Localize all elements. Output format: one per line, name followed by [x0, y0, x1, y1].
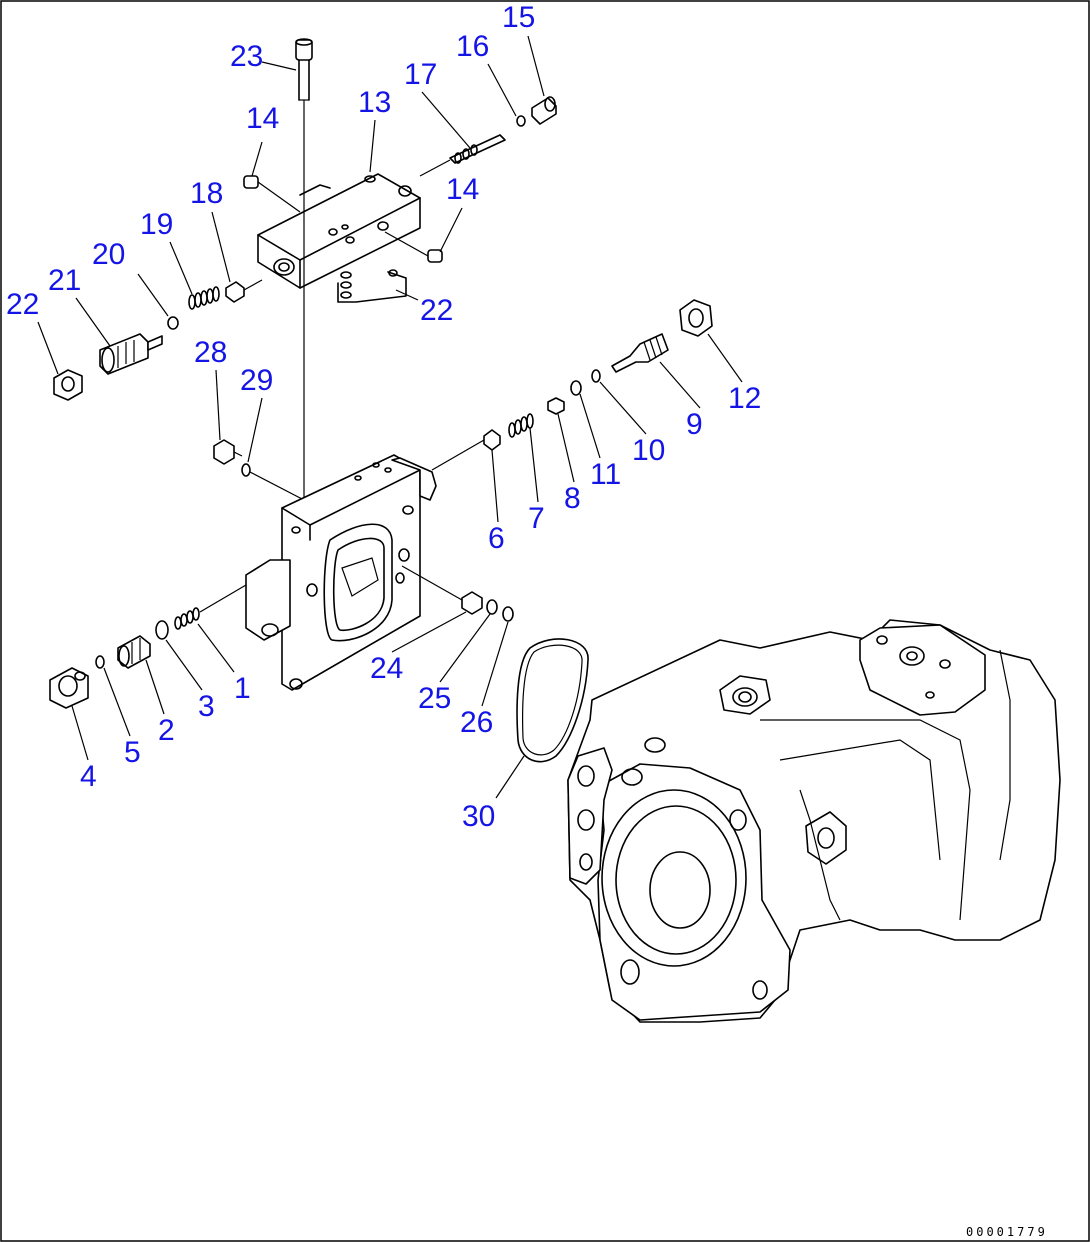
- plug-25: [401, 565, 483, 615]
- spring-1: [174, 584, 247, 630]
- callout-26: 25: [418, 682, 451, 715]
- callout-23: 22: [420, 294, 453, 327]
- bolt-24: [295, 38, 313, 500]
- callout-6: 6: [488, 522, 505, 555]
- lock-nut-12: [679, 299, 713, 337]
- piston-21: [99, 333, 163, 375]
- control-valve-body: [245, 454, 437, 691]
- callout-17: 17: [404, 58, 437, 91]
- callout-18: 18: [190, 177, 223, 210]
- spool-17: [419, 134, 506, 177]
- poppet-18: [225, 279, 263, 303]
- o-ring-20: [167, 316, 179, 330]
- callout-27: 26: [460, 706, 493, 739]
- spring-7: [508, 413, 534, 438]
- callout-16: 16: [456, 30, 489, 63]
- o-ring-30: [516, 638, 589, 763]
- valve-block-upper: [257, 173, 421, 289]
- seat-8: [547, 397, 565, 415]
- o-ring-11: [570, 380, 582, 396]
- callout-13: 13: [358, 86, 391, 119]
- callout-leaders: [37, 35, 743, 799]
- pump-assembly: [567, 619, 1061, 1023]
- callout-25: 24: [370, 652, 403, 685]
- callout-9: 9: [686, 408, 703, 441]
- plug-14-right: [384, 231, 443, 263]
- document-number: 00001779: [966, 1225, 1048, 1239]
- o-ring-16: [516, 115, 526, 127]
- callout-14-right: 14: [446, 173, 479, 206]
- callout-1: 1: [234, 672, 251, 705]
- callout-22: 22: [6, 288, 39, 321]
- o-ring-29: [241, 463, 251, 477]
- callout-7: 7: [528, 502, 545, 535]
- callout-14-left: 14: [246, 102, 279, 135]
- callout-29: 29: [240, 364, 273, 397]
- callout-11: 11: [590, 458, 621, 491]
- o-ring-5: [95, 655, 105, 669]
- plug-6: [431, 429, 501, 471]
- callout-2: 2: [158, 714, 175, 747]
- gasket-23: [337, 269, 407, 303]
- callout-19: 19: [140, 208, 173, 241]
- o-ring-27: [502, 606, 514, 622]
- adjust-screw-9: [611, 333, 669, 373]
- callout-10: 10: [632, 434, 665, 467]
- plug-15: [531, 96, 557, 125]
- leader-line: [249, 471, 305, 501]
- o-ring-3: [155, 620, 169, 640]
- plug-4: [49, 667, 89, 709]
- callout-5: 5: [124, 736, 141, 769]
- callout-labels: 23 14 13 17 16 15 14 18 19 20 21 22 22 2…: [6, 1, 761, 833]
- o-ring-30-inner: [522, 644, 583, 756]
- callout-20: 20: [92, 238, 125, 271]
- callout-24: 23: [230, 40, 263, 73]
- callout-3: 3: [198, 690, 215, 723]
- callout-28: 28: [194, 336, 227, 369]
- backup-ring-10: [591, 369, 601, 383]
- o-ring-26: [486, 599, 498, 615]
- callout-4: 4: [80, 760, 97, 793]
- callout-21: 21: [48, 264, 81, 297]
- piston-2: [117, 635, 151, 669]
- callout-8: 8: [564, 482, 581, 515]
- callout-12: 12: [728, 382, 761, 415]
- plug-28: [213, 439, 243, 465]
- callout-30: 30: [462, 800, 495, 833]
- plug-14-left: [243, 175, 301, 213]
- spring-19: [188, 286, 220, 310]
- nut-22: [53, 369, 83, 401]
- callout-15: 15: [502, 1, 535, 34]
